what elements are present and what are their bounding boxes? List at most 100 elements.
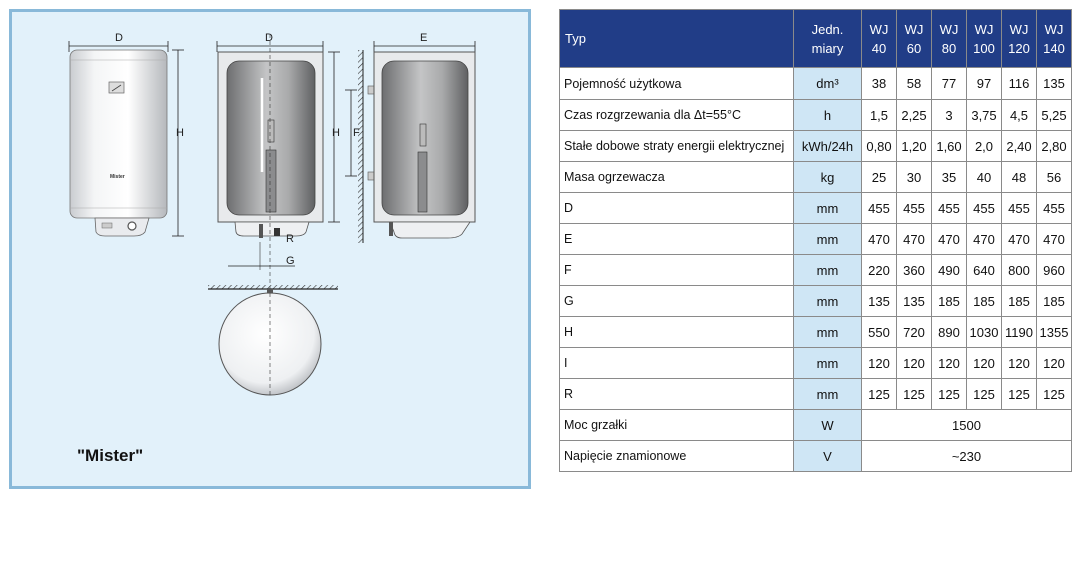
cell-value: 1,5 [861,99,897,131]
row-label: G [559,285,794,317]
cell-value: 2,0 [966,130,1002,162]
cell-value: 470 [931,223,967,255]
cell-value: 185 [931,285,967,317]
row-unit: mm [793,378,862,410]
cell-value: 185 [966,285,1002,317]
table-row-merged: Moc grzałki W 1500 [559,409,1072,441]
cell-value: 470 [1036,223,1072,255]
table-row: E mm 470 470 470 470 470 470 [559,223,1072,255]
row-unit: mm [793,316,862,348]
cell-value: 455 [966,192,1002,224]
table-row: G mm 135 135 185 185 185 185 [559,285,1072,317]
cell-value: 120 [861,347,897,379]
row-label: Moc grzałki [559,409,794,441]
cell-value: 3,75 [966,99,1002,131]
cell-value: 800 [1001,254,1037,286]
row-unit: mm [793,285,862,317]
cell-value-merged: ~230 [861,440,1072,472]
diagram-panel: D Mister H D [9,9,531,489]
cell-value: 120 [1001,347,1037,379]
dim-e-label: E [420,32,427,44]
dim-h-section-label: H [332,127,340,139]
cell-value: 360 [896,254,932,286]
row-label: Pojemność użytkowa [559,67,794,100]
row-unit: dm³ [793,67,862,100]
cell-value: 1,20 [896,130,932,162]
dim-f-label: F [353,127,360,139]
cell-value: 470 [896,223,932,255]
dim-g-label: G [286,255,295,267]
cell-value: 30 [896,161,932,193]
header-unit: Jedn.miary [793,9,862,68]
cell-value: 58 [896,67,932,100]
top-view [208,285,338,396]
cell-value: 470 [966,223,1002,255]
cell-value: 116 [1001,67,1037,100]
cell-value: 960 [1036,254,1072,286]
row-label: Napięcie znamionowe [559,440,794,472]
row-unit: mm [793,254,862,286]
table-row: F mm 220 360 490 640 800 960 [559,254,1072,286]
cell-value: 3 [931,99,967,131]
cell-value: 38 [861,67,897,100]
section-view: D R H G [216,32,340,342]
cell-value: 1355 [1036,316,1072,348]
cell-value: 2,25 [896,99,932,131]
heating-element-icon [265,149,277,213]
row-label: E [559,223,794,255]
product-caption: "Mister" [77,446,144,465]
cell-value-merged: 1500 [861,409,1072,441]
row-unit: V [793,440,862,472]
cell-value: 490 [931,254,967,286]
cell-value: 185 [1036,285,1072,317]
cell-value: 185 [1001,285,1037,317]
row-unit: h [793,99,862,131]
cell-value: 550 [861,316,897,348]
cell-value: 120 [896,347,932,379]
cell-value: 120 [966,347,1002,379]
row-label: Czas rozgrzewania dla Δt=55°C [559,99,794,131]
cell-value: 0,80 [861,130,897,162]
control-panel [94,217,150,237]
cell-value: 1030 [966,316,1002,348]
cell-value: 2,40 [1001,130,1037,162]
table-row: H mm 550 720 890 1030 1190 1355 [559,316,1072,348]
cell-value: 35 [931,161,967,193]
cell-value: 2,80 [1036,130,1072,162]
cell-value: 455 [1036,192,1072,224]
cell-value: 720 [896,316,932,348]
cell-value: 125 [1001,378,1037,410]
cell-value: 125 [861,378,897,410]
thermometer-icon [108,81,125,94]
table-row: Czas rozgrzewania dla Δt=55°C h 1,5 2,25… [559,99,1072,131]
cell-value: 125 [966,378,1002,410]
dim-h-front-label: H [176,127,184,139]
cell-value: 890 [931,316,967,348]
row-unit: kWh/24h [793,130,862,162]
cell-value: 77 [931,67,967,100]
row-label: Masa ogrzewacza [559,161,794,193]
row-unit: mm [793,192,862,224]
temperature-knob-icon [127,221,137,231]
cell-value: 220 [861,254,897,286]
cell-value: 455 [931,192,967,224]
dim-d-section-label: D [265,32,273,44]
table-row: R mm 125 125 125 125 125 125 [559,378,1072,410]
table-row: Masa ogrzewacza kg 25 30 35 40 48 56 [559,161,1072,193]
front-view: D Mister H [68,32,184,237]
table-row: I mm 120 120 120 120 120 120 [559,347,1072,379]
cell-value: 125 [931,378,967,410]
header-type: Typ [559,9,794,68]
wall-hatching [358,50,363,243]
row-unit: mm [793,223,862,255]
table-row: D mm 455 455 455 455 455 455 [559,192,1072,224]
row-label: D [559,192,794,224]
cell-value: 455 [896,192,932,224]
pipe-connector-icon [274,228,280,236]
row-label: R [559,378,794,410]
